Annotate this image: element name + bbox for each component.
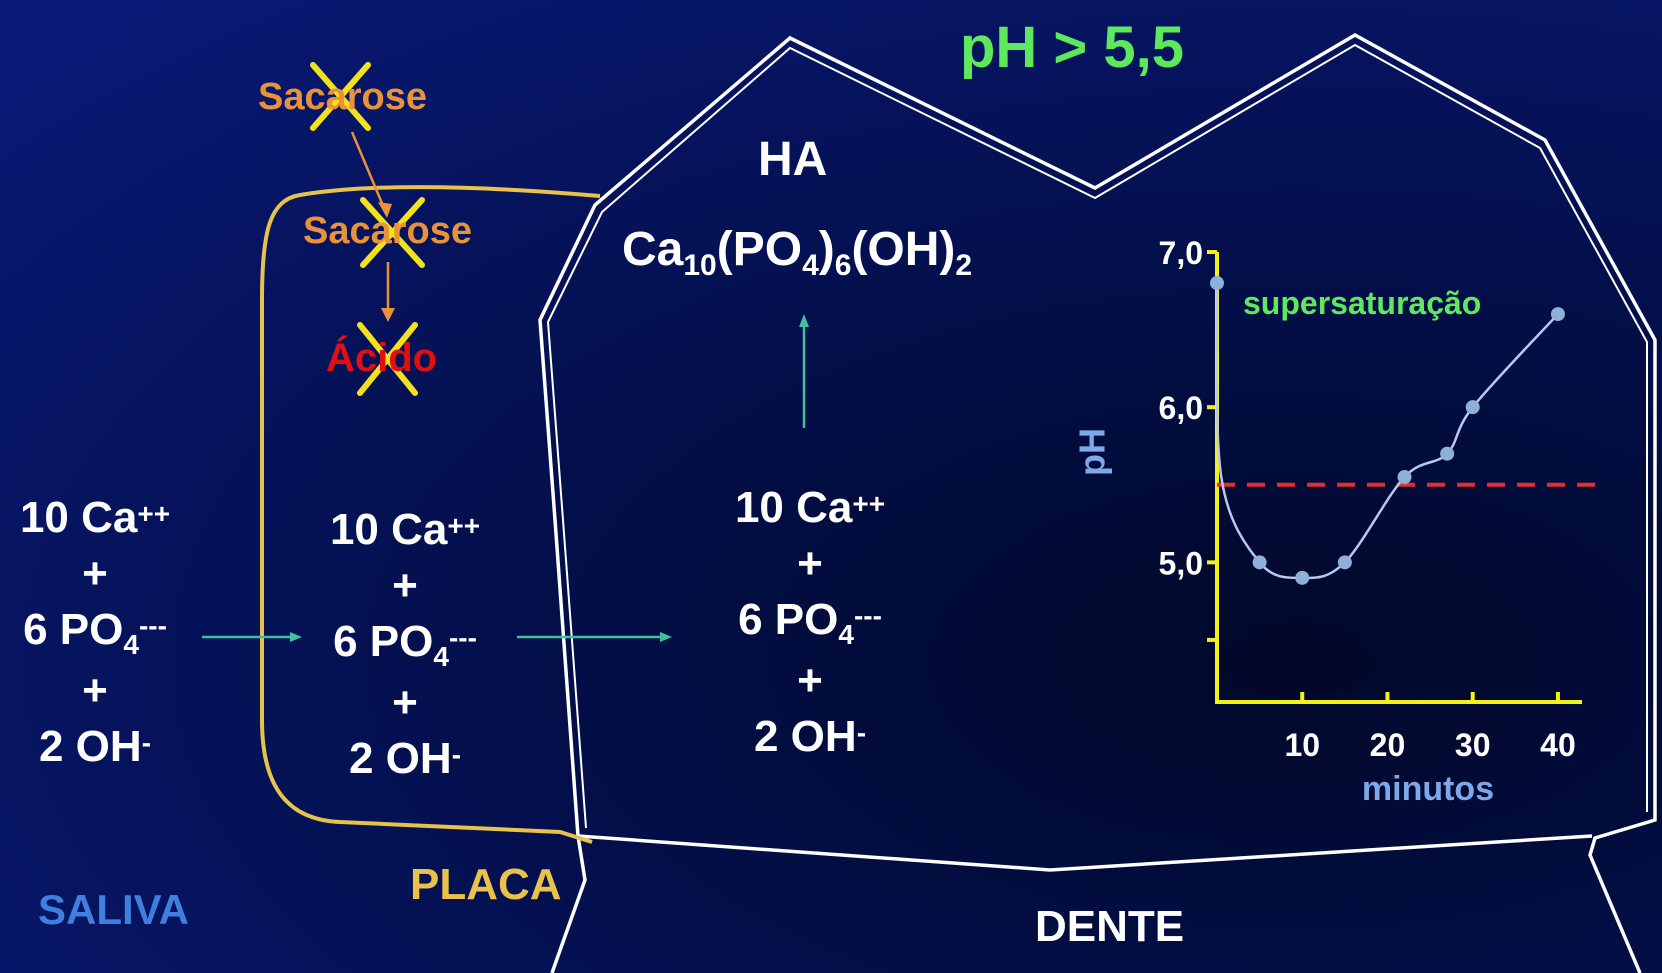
formula-part: 2 xyxy=(955,249,973,282)
hydroxyapatite-formula: Ca10(PO4)6(OH)2 xyxy=(622,222,972,282)
x-tick-label: 40 xyxy=(1540,727,1576,763)
hydroxide-ion: 2 OH- xyxy=(753,712,867,761)
formula-part: (PO xyxy=(716,223,803,276)
formula-part: 6 xyxy=(834,249,852,282)
arrowhead xyxy=(799,314,809,327)
calcium-ion: 10 Ca++ xyxy=(329,505,481,554)
data-point xyxy=(1440,446,1455,461)
arrowhead xyxy=(378,202,392,218)
plus-sign: + xyxy=(797,656,823,705)
phosphate-ion: 6 PO4--- xyxy=(738,595,882,650)
plus-sign: + xyxy=(82,549,108,598)
data-point xyxy=(1295,570,1310,585)
x-tick-label: 30 xyxy=(1455,727,1491,763)
supersaturacao-label: supersaturação xyxy=(1243,285,1481,321)
ion-column-plaque: 10 Ca++ + 6 PO4--- + 2 OH- xyxy=(320,502,490,787)
cross-mark xyxy=(310,62,371,131)
plus-sign: + xyxy=(392,561,418,610)
formula-part: Ca xyxy=(622,223,684,276)
phosphate-ion: 6 PO4--- xyxy=(333,617,477,672)
ion-column-tooth: 10 Ca++ + 6 PO4--- + 2 OH- xyxy=(720,480,900,765)
sacarose-plaque-label: Sacarose xyxy=(303,210,473,252)
x-axis-label: minutos xyxy=(1362,770,1494,808)
data-point xyxy=(1337,555,1352,570)
calcium-ion: 10 Ca++ xyxy=(19,493,171,542)
x-tick-label: 20 xyxy=(1370,727,1406,763)
acido-label: Ácido xyxy=(326,336,438,380)
ph-chart: 5,0 6,0 7,0 10 20 30 40 supersaturação pH min… xyxy=(1072,235,1600,808)
data-point xyxy=(1252,555,1267,570)
arrowhead xyxy=(290,632,302,642)
data-point xyxy=(1210,276,1224,291)
formula-part: ) xyxy=(818,223,835,276)
x-tick-label: 10 xyxy=(1284,727,1320,763)
formula-part: 10 xyxy=(683,249,717,282)
sacarose-saliva-label: Sacarose xyxy=(258,76,428,118)
page-title: pH > 5,5 xyxy=(960,15,1185,80)
formula-part: (OH) xyxy=(851,223,956,276)
dente-label: DENTE xyxy=(1035,902,1185,951)
y-tick-label: 7,0 xyxy=(1159,235,1203,271)
cross-mark xyxy=(357,322,418,396)
placa-label: PLACA xyxy=(410,860,562,909)
plaque-outline xyxy=(260,185,601,844)
calcium-ion: 10 Ca++ xyxy=(734,483,886,532)
sacarose-to-plaque-arrow xyxy=(350,131,386,209)
arrowhead xyxy=(381,308,395,322)
plus-sign: + xyxy=(82,666,108,715)
y-tick-label: 5,0 xyxy=(1159,545,1203,581)
formula-part: 4 xyxy=(802,249,819,282)
ion-column-saliva: 10 Ca++ + 6 PO4--- + 2 OH- xyxy=(10,490,180,775)
plus-sign: + xyxy=(797,539,823,588)
data-point xyxy=(1397,470,1412,484)
plus-sign: + xyxy=(392,678,418,727)
cross-mark xyxy=(360,197,425,268)
data-point xyxy=(1465,400,1480,415)
phosphate-ion: 6 PO4--- xyxy=(23,605,167,660)
tooth-outline-inner xyxy=(546,43,1648,829)
y-tick-label: 6,0 xyxy=(1159,390,1203,426)
hydroxide-ion: 2 OH- xyxy=(348,734,462,783)
hydroxide-ion: 2 OH- xyxy=(38,722,152,771)
ph-curve xyxy=(1215,283,1559,580)
tooth-outline xyxy=(538,32,1657,973)
y-axis-label: pH xyxy=(1072,428,1113,476)
data-point xyxy=(1550,307,1565,322)
ha-label: HA xyxy=(758,133,828,186)
arrowhead xyxy=(660,632,672,642)
saliva-label: SALIVA xyxy=(38,886,189,933)
